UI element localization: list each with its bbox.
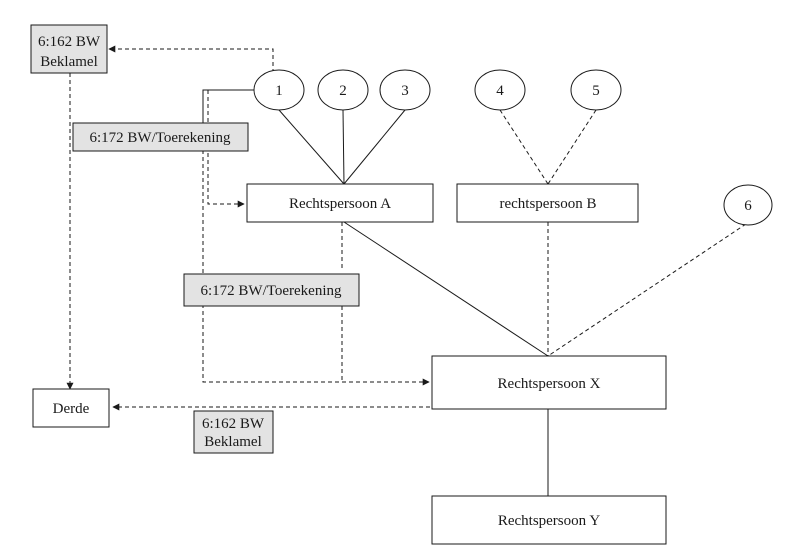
entity-rechtspersoon-x: Rechtspersoon X — [431, 355, 667, 410]
bw172-upper-label: 6:172 BW/Toerekening — [72, 122, 249, 152]
circle-6-label: 6 — [744, 198, 752, 214]
edge-a-to-x — [343, 221, 549, 357]
bw172-lower-text: 6:172 BW/Toerekening — [201, 283, 342, 299]
entity-b-label: rechtspersoon B — [499, 196, 596, 212]
shareholder-circle-6: 6 — [723, 184, 773, 226]
circle-3-label: 3 — [401, 83, 409, 99]
bw172-lower-label: 6:172 BW/Toerekening — [183, 273, 360, 307]
shareholder-circle-5: 5 — [570, 69, 622, 111]
entity-rechtspersoon-b: rechtspersoon B — [456, 183, 639, 223]
entity-derde-label: Derde — [53, 401, 90, 417]
edge-5-to-b — [547, 109, 597, 185]
circle-2-label: 2 — [339, 83, 347, 99]
shareholder-circle-1: 1 — [253, 69, 305, 111]
edge-4-to-b — [499, 109, 549, 185]
bw162-bottom-label: 6:162 BW Beklamel — [193, 410, 274, 454]
edge-2-to-a — [342, 109, 345, 185]
entity-rechtspersoon-a: Rechtspersoon A — [246, 183, 434, 223]
bw162-top-label: 6:162 BW Beklamel — [30, 24, 108, 74]
arrow-toerekening-to-x — [202, 150, 430, 386]
edge-1-to-a — [278, 109, 345, 185]
entity-y-label: Rechtspersoon Y — [498, 513, 601, 529]
shareholder-circle-3: 3 — [379, 69, 431, 111]
bw172-upper-text: 6:172 BW/Toerekening — [90, 130, 231, 146]
shareholder-circle-2: 2 — [317, 69, 369, 111]
entity-x-label: Rechtspersoon X — [498, 376, 601, 392]
entity-rechtspersoon-y: Rechtspersoon Y — [431, 495, 667, 545]
arrow-1-to-bw162-top — [108, 45, 274, 73]
entity-a-label: Rechtspersoon A — [289, 196, 391, 212]
bw162-top-line1: 6:162 BW — [38, 34, 101, 50]
line-1-bracket — [202, 89, 254, 123]
circle-4-label: 4 — [496, 83, 504, 99]
edge-6-to-x — [547, 223, 747, 357]
entity-derde: Derde — [32, 388, 110, 428]
bw162-top-line2: Beklamel — [40, 54, 97, 70]
circle-1-label: 1 — [275, 83, 283, 99]
circle-5-label: 5 — [592, 83, 600, 99]
edge-3-to-a — [343, 109, 406, 185]
bw162-bottom-line1: 6:162 BW — [202, 416, 265, 432]
bw162-bottom-line2: Beklamel — [204, 434, 261, 450]
shareholder-circle-4: 4 — [474, 69, 526, 111]
